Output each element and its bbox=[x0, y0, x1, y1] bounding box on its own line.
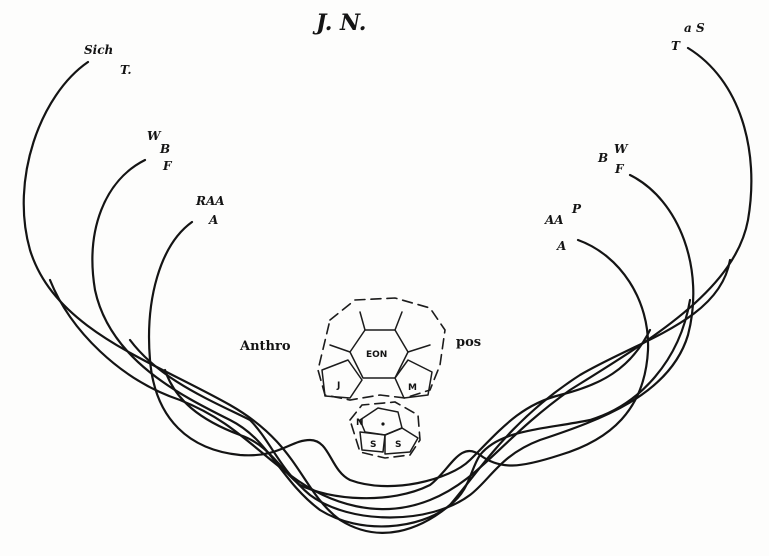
left-middle-label-mid: B bbox=[160, 143, 170, 155]
right-inner-label-bottom: A bbox=[557, 240, 566, 252]
left-inner-label-bottom: A bbox=[209, 214, 218, 226]
left-outer-label-top: Sich bbox=[84, 44, 113, 56]
right-middle-label-sup: W bbox=[614, 143, 627, 155]
left-middle-curve bbox=[92, 160, 690, 526]
right-inner-curve bbox=[165, 240, 648, 498]
center-dot bbox=[381, 422, 384, 425]
left-outer-label-bottom: T. bbox=[120, 64, 132, 76]
cell-lower-left-label: S bbox=[370, 440, 376, 450]
right-inner-label-top: AA bbox=[545, 214, 564, 226]
right-outer-label-bottom: T bbox=[671, 40, 680, 52]
left-middle-label-top: W bbox=[147, 130, 160, 142]
left-outer-curve bbox=[24, 62, 730, 533]
cell-main-label: EON bbox=[366, 350, 387, 360]
cell-edge bbox=[360, 312, 365, 330]
cell-cluster: EON J M N S S bbox=[318, 298, 445, 458]
right-outer-label-top: a S bbox=[684, 22, 705, 34]
cell-right-label: M bbox=[408, 383, 417, 393]
cell-left-label: J bbox=[336, 381, 340, 391]
cell-edge bbox=[330, 345, 350, 352]
left-inner-label-top: RAA bbox=[196, 195, 225, 207]
anthro-label: Anthro bbox=[240, 340, 291, 353]
cell-edge bbox=[408, 345, 430, 352]
cell-lower-right-label: S bbox=[395, 440, 401, 450]
right-inner-label-sup: P bbox=[572, 203, 581, 215]
left-middle-label-bottom: F bbox=[163, 160, 172, 172]
cell-lower-top-label: N bbox=[356, 418, 364, 428]
page-title: J. N. bbox=[316, 12, 366, 34]
right-middle-label-top: B bbox=[598, 152, 608, 164]
right-middle-label-bottom: F bbox=[615, 163, 624, 175]
cell-left bbox=[322, 360, 362, 398]
pos-label: pos bbox=[456, 336, 481, 349]
cell-edge bbox=[395, 312, 402, 330]
